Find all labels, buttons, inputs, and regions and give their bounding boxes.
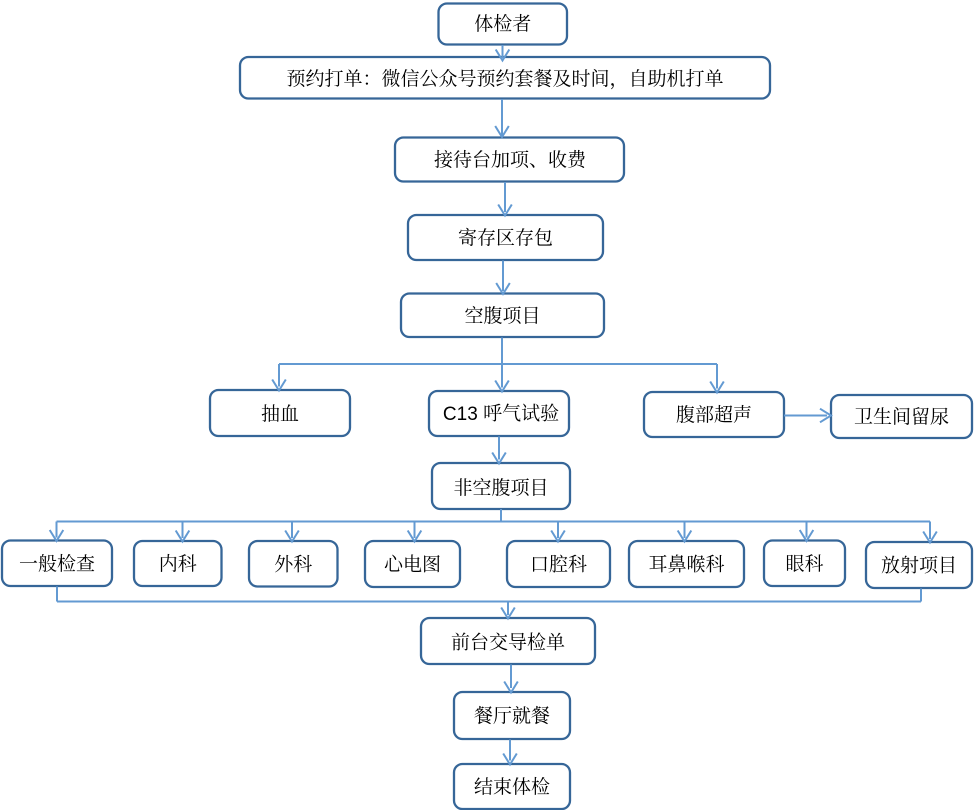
svg-text:空腹项目: 空腹项目	[464, 305, 540, 327]
svg-text:眼科: 眼科	[785, 553, 823, 575]
svg-text:一般检查: 一般检查	[19, 553, 95, 575]
svg-text:前台交导检单: 前台交导检单	[451, 632, 565, 654]
svg-text:内科: 内科	[159, 553, 197, 575]
svg-text:心电图: 心电图	[384, 554, 441, 576]
svg-text:口腔科: 口腔科	[530, 554, 587, 576]
svg-text:耳鼻喉科: 耳鼻喉科	[648, 554, 724, 576]
svg-text:腹部超声: 腹部超声	[676, 404, 752, 426]
svg-text:预约打单：微信公众号预约套餐及时间，自助机打单: 预约打单：微信公众号预约套餐及时间，自助机打单	[286, 67, 723, 90]
svg-text:体检者: 体检者	[474, 13, 531, 35]
svg-text:非空腹项目: 非空腹项目	[453, 477, 548, 499]
svg-text:结束体检: 结束体检	[474, 776, 550, 798]
svg-text:卫生间留尿: 卫生间留尿	[854, 406, 949, 428]
svg-text:餐厅就餐: 餐厅就餐	[474, 704, 550, 727]
svg-text:放射项目: 放射项目	[881, 555, 957, 577]
svg-text:接待台加项、收费: 接待台加项、收费	[434, 149, 587, 171]
svg-text:抽血: 抽血	[261, 403, 299, 425]
svg-text:外科: 外科	[274, 553, 312, 575]
svg-text:C13 呼气试验: C13 呼气试验	[443, 403, 559, 425]
svg-text:寄存区存包: 寄存区存包	[458, 226, 553, 249]
